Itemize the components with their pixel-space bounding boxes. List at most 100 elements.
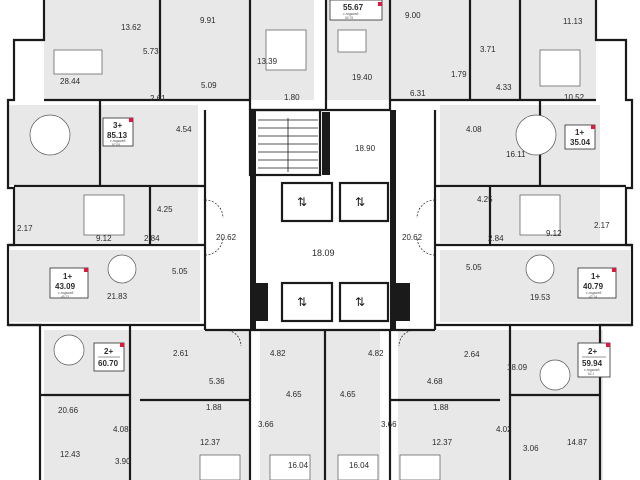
room-area: 9.12 (546, 229, 562, 238)
room-area: 20.66 (58, 406, 79, 415)
room-area: 19.40 (352, 73, 373, 82)
apartment-tags: 55.67 с лоджией 60.75 3+ 85.13 с лоджией… (49, 0, 617, 378)
room-area: 4.08 (113, 425, 129, 434)
room-area: 1.80 (284, 93, 300, 102)
apartment-tag-top-center: 55.67 с лоджией 60.75 (329, 0, 383, 21)
room-area: 1.79 (451, 70, 467, 79)
room-area: 4.65 (286, 390, 302, 399)
room-area: 5.73 (143, 47, 159, 56)
apartment-tag-3k: 3+ 85.13 с лоджией 87.08 (102, 117, 134, 147)
svg-text:1+: 1+ (575, 128, 584, 137)
svg-text:60.75: 60.75 (345, 16, 353, 20)
room-area: 1.88 (433, 403, 449, 412)
room-area: 16.04 (349, 461, 370, 470)
svg-text:59.94: 59.94 (582, 359, 603, 368)
room-area: 2.61 (150, 94, 166, 103)
svg-text:⇅: ⇅ (297, 195, 307, 209)
room-area: 19.53 (530, 293, 551, 302)
room-area: 4.65 (340, 390, 356, 399)
apartment-tag-2k-right: 2+ 59.94 с лоджией 62.1 (577, 342, 611, 378)
room-area: 18.09 (507, 363, 528, 372)
door-swings (204, 199, 436, 347)
room-area: 20.62 (216, 233, 237, 242)
svg-text:с лоджией: с лоджией (58, 291, 74, 295)
svg-text:45.23: 45.23 (61, 295, 69, 299)
room-area-labels: 13.62 9.91 5.73 13.39 9.00 11.13 3.71 28… (17, 11, 610, 470)
svg-text:⇅: ⇅ (355, 195, 365, 209)
svg-text:60.70: 60.70 (98, 359, 119, 368)
svg-text:1+: 1+ (591, 272, 600, 281)
room-area: 4.08 (466, 125, 482, 134)
room-area: 18.09 (312, 248, 335, 258)
room-area: 3.06 (523, 444, 539, 453)
room-area: 4.33 (496, 83, 512, 92)
room-area: 1.88 (206, 403, 222, 412)
room-area: 2.61 (173, 349, 189, 358)
room-area: 9.00 (405, 11, 421, 20)
room-area: 2.84 (144, 234, 160, 243)
svg-text:3+: 3+ (113, 121, 122, 130)
room-area: 2.64 (464, 350, 480, 359)
room-area: 20.62 (402, 233, 423, 242)
room-area: 16.04 (288, 461, 309, 470)
apartment-tag-2k-left: 2+ 60.70 (93, 342, 125, 372)
lift-icons: ⇅ ⇅ ⇅ ⇅ (297, 195, 365, 309)
room-area: 6.31 (410, 89, 426, 98)
room-area: 4.82 (368, 349, 384, 358)
room-area: 3.71 (480, 45, 496, 54)
room-area: 2.84 (488, 234, 504, 243)
apartment-tag-1k-left: 1+ 43.09 с лоджией 45.23 (49, 267, 89, 299)
svg-text:⇅: ⇅ (355, 295, 365, 309)
room-area: 21.83 (107, 292, 128, 301)
room-area: 4.25 (157, 205, 173, 214)
walls (6, 0, 634, 480)
stair (258, 118, 318, 172)
room-area: 13.39 (257, 57, 278, 66)
room-area: 2.17 (594, 221, 610, 230)
svg-text:43.09: 43.09 (55, 282, 76, 291)
room-area: 16.11 (506, 150, 526, 159)
svg-text:1+: 1+ (63, 272, 72, 281)
room-area: 13.62 (121, 23, 142, 32)
svg-text:с лоджией: с лоджией (584, 368, 600, 372)
room-area: 5.05 (172, 267, 188, 276)
svg-text:с лоджией: с лоджией (586, 291, 602, 295)
svg-text:87.08: 87.08 (112, 143, 120, 147)
room-area: 10.52 (564, 93, 585, 102)
room-area: 3.66 (381, 420, 397, 429)
room-area: 12.37 (432, 438, 453, 447)
room-area: 12.37 (200, 438, 221, 447)
wall-blocks (250, 110, 410, 330)
apartment-tag-1k-top-right: 1+ 35.04 (564, 124, 596, 150)
svg-text:⇅: ⇅ (297, 295, 307, 309)
room-area: 4.25 (477, 195, 493, 204)
apartment-tag-1k-right: 1+ 40.79 с лоджией 42.74 (577, 267, 617, 299)
furniture (29, 29, 581, 480)
room-area: 5.09 (201, 81, 217, 90)
room-area: 9.91 (200, 16, 216, 25)
svg-text:2+: 2+ (104, 347, 113, 356)
room-area: 11.13 (563, 17, 583, 26)
room-area: 14.87 (567, 438, 588, 447)
svg-text:35.04: 35.04 (570, 138, 591, 147)
room-area: 12.43 (60, 450, 81, 459)
room-area: 4.82 (270, 349, 286, 358)
svg-text:с лоджией: с лоджией (343, 12, 359, 16)
svg-text:42.74: 42.74 (589, 295, 597, 299)
svg-text:85.13: 85.13 (107, 131, 128, 140)
room-area: 4.68 (427, 377, 443, 386)
svg-text:62.1: 62.1 (588, 372, 594, 376)
room-area: 28.44 (60, 77, 81, 86)
room-area: 4.54 (176, 125, 192, 134)
room-area: 9.12 (96, 234, 112, 243)
svg-text:с лоджией: с лоджией (110, 139, 126, 143)
room-area: 5.05 (466, 263, 482, 272)
room-area: 2.17 (17, 224, 33, 233)
room-area: 18.90 (355, 144, 376, 153)
room-area: 5.36 (209, 377, 225, 386)
svg-text:2+: 2+ (588, 347, 597, 356)
room-fills (8, 0, 630, 480)
svg-text:40.79: 40.79 (583, 282, 604, 291)
room-area: 4.02 (496, 425, 512, 434)
